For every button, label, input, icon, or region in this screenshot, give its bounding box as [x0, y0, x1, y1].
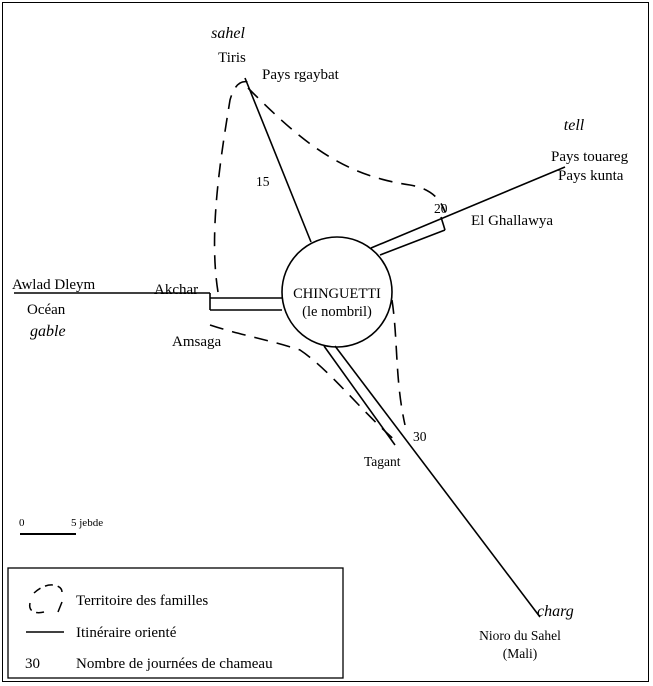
- legend-days: Nombre de journées de chameau: [76, 656, 273, 672]
- legend-dash-icon-top: [33, 584, 63, 594]
- label-tell: tell: [564, 117, 585, 134]
- legend-route: Itinéraire orienté: [76, 625, 177, 641]
- legend-days-sample: 30: [25, 656, 40, 672]
- route-east-cap: [440, 216, 446, 231]
- legend-territory: Territoire des familles: [76, 593, 208, 609]
- label-tiris: Tiris: [218, 50, 246, 66]
- legend-box: [7, 567, 344, 679]
- label-mali: (Mali): [503, 646, 538, 661]
- label-pays-touareg: Pays touareg: [551, 149, 629, 165]
- label-gable: gable: [30, 323, 66, 340]
- label-ocean: Océan: [27, 302, 66, 318]
- label-charg: charg: [537, 603, 574, 620]
- center-title: CHINGUETTI: [293, 286, 381, 302]
- label-akchar: Akchar: [154, 282, 198, 298]
- route-east-upper: [370, 166, 566, 249]
- scale-five: 5 jebde: [71, 517, 103, 529]
- label-awlad-dleym: Awlad Dleym: [12, 277, 96, 293]
- label-el-ghallawya: El Ghallawya: [471, 213, 553, 229]
- days-30: 30: [413, 429, 427, 444]
- center-circle: [281, 236, 393, 348]
- territory-amsaga: [209, 324, 399, 444]
- center-subtitle: (le nombril): [302, 304, 372, 320]
- territory-east: [391, 299, 406, 426]
- territory-tiris-west: [213, 80, 249, 293]
- label-pays-rgaybat: Pays rgaybat: [262, 67, 340, 83]
- route-tiris: [244, 77, 312, 243]
- label-sahel: sahel: [211, 25, 245, 42]
- days-15: 15: [256, 174, 270, 189]
- legend-dash-icon-bottom: [28, 602, 45, 614]
- route-nioro: [334, 345, 541, 618]
- route-east-lower: [379, 229, 446, 256]
- label-tagant: Tagant: [364, 454, 401, 469]
- scale-zero: 0: [19, 517, 25, 529]
- label-amsaga: Amsaga: [172, 334, 221, 350]
- territory-rgaybat: [247, 87, 446, 213]
- label-nioro: Nioro du Sahel: [479, 628, 561, 643]
- legend-dash-icon-tick: [57, 601, 63, 613]
- days-20: 20: [434, 201, 448, 216]
- label-pays-kunta: Pays kunta: [558, 168, 624, 184]
